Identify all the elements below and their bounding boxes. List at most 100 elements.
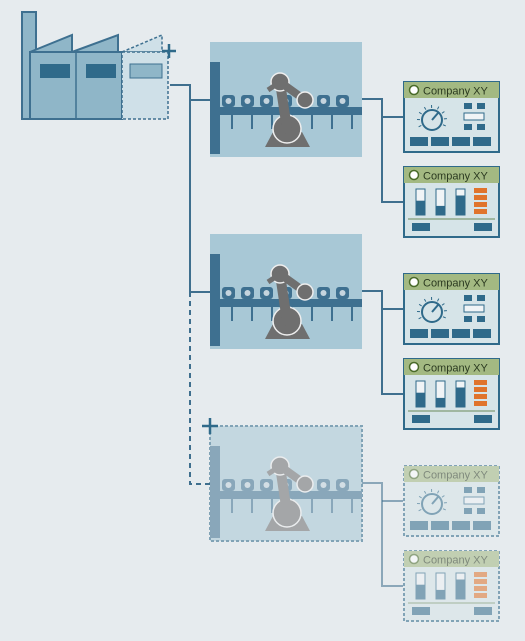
product-mark [244, 98, 251, 104]
small-button [477, 124, 485, 130]
level-panel: Company XY [403, 358, 500, 430]
control-panel: Company XY [403, 81, 500, 153]
dial-tick [442, 124, 446, 127]
small-button [464, 124, 472, 130]
dial-tick [441, 303, 445, 306]
dial-tick [442, 316, 446, 319]
dial-tick [418, 303, 422, 307]
dial-tick [418, 111, 422, 115]
robot-arm-icon [265, 456, 314, 531]
control-panel: Company XY [403, 465, 500, 537]
plus-icon [202, 418, 218, 434]
dial-tick [441, 495, 445, 498]
dial-needle [431, 112, 439, 121]
factory-extension-window [129, 63, 163, 79]
gear-icon [408, 361, 420, 373]
indicator-bar [474, 195, 487, 200]
indicator-bar [474, 401, 487, 406]
conveyor-belt [220, 299, 362, 307]
panel-footer-button [410, 137, 428, 146]
indicator-bar [474, 394, 487, 399]
connector-factory-cells [170, 84, 210, 293]
gear-icon [408, 84, 420, 96]
product-item [336, 479, 349, 491]
panel-footer-button [412, 415, 430, 423]
product-item [260, 479, 273, 491]
dial-needle [431, 304, 439, 313]
dial-needle [431, 496, 439, 505]
small-button [464, 316, 472, 322]
company-label: Company XY [423, 363, 488, 375]
side-rail [210, 254, 220, 346]
panel-footer-button [431, 137, 449, 146]
panel-footer-button [410, 329, 428, 338]
value-field [463, 304, 485, 313]
robot-joint [296, 475, 314, 493]
small-button [464, 508, 472, 514]
robot-gripper [266, 271, 282, 285]
product-mark [339, 482, 346, 488]
connector-cell-panel [381, 117, 403, 203]
panel-footer-button [431, 329, 449, 338]
dial-icon [421, 301, 443, 323]
company-label: Company XY [423, 171, 488, 183]
small-button [477, 295, 485, 301]
panel-footer-button [452, 329, 470, 338]
panel-footer-button [431, 521, 449, 530]
company-label: Company XY [423, 86, 488, 98]
panel-footer-button [474, 415, 492, 423]
robot-arm-icon [265, 264, 314, 339]
dial-tick [437, 490, 440, 494]
factory-window [86, 64, 116, 78]
product-mark [225, 290, 232, 296]
panel-footer-button [452, 521, 470, 530]
indicator-bar [474, 387, 487, 392]
dial-tick [437, 106, 440, 110]
side-rail [210, 62, 220, 154]
product-mark [320, 98, 327, 104]
dial-tick [418, 495, 422, 499]
level-fill [456, 195, 465, 215]
gear-icon [408, 553, 420, 565]
panel-footer-button [473, 137, 491, 146]
connector-cell-panel [362, 482, 383, 501]
plus-icon [162, 44, 176, 58]
dial-tick [423, 298, 427, 302]
panel-footer-button [473, 521, 491, 530]
level-fill [436, 205, 445, 215]
production-cells: Company XY Company XY Company XY Company XY… [202, 42, 500, 622]
factory-icon [21, 11, 176, 120]
conveyor-belt [220, 107, 362, 115]
product-item [241, 479, 254, 491]
dial-tick [442, 508, 446, 511]
small-button [477, 508, 485, 514]
indicator-bar [474, 572, 487, 577]
production-cell [210, 234, 362, 349]
dial-icon [421, 493, 443, 515]
dial-tick [423, 106, 427, 110]
dial-tick [437, 298, 440, 302]
product-mark [263, 290, 270, 296]
level-fill [436, 589, 445, 599]
panel-header [404, 82, 499, 98]
product-mark [263, 482, 270, 488]
product-mark [225, 482, 232, 488]
connector-cell-panel [362, 98, 383, 117]
robot-joint [296, 91, 314, 109]
panel-footer-button [412, 223, 430, 231]
indicator-bar [474, 209, 487, 214]
dial-tick [423, 490, 427, 494]
panel-footer-button [474, 223, 492, 231]
connector-cell-panel [362, 290, 383, 309]
indicator-bar [474, 380, 487, 385]
connector-lines [170, 84, 210, 485]
indicator-bar [474, 188, 487, 193]
gear-icon [408, 468, 420, 480]
panel-footer-button [412, 607, 430, 615]
factory-extension [121, 51, 169, 120]
product-mark [244, 290, 251, 296]
dial-tick [418, 125, 422, 128]
control-panel: Company XY [403, 273, 500, 345]
small-button [464, 103, 472, 109]
